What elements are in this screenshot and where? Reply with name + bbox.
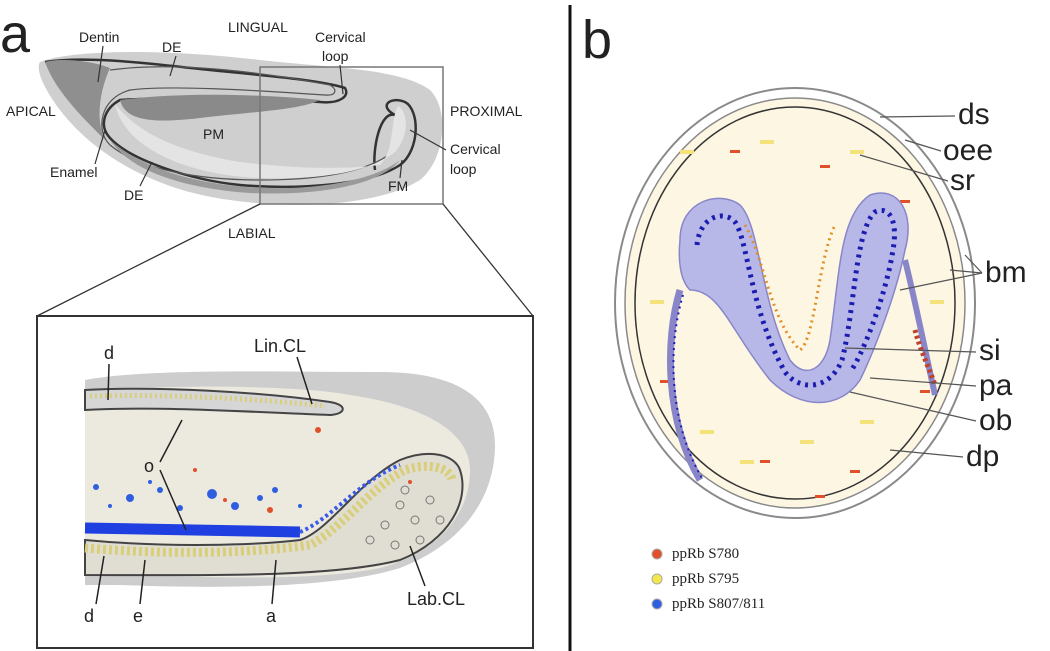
panel-b-letter: b xyxy=(582,10,612,70)
label-cervical-loop-top-2: loop xyxy=(322,48,349,64)
label-a: a xyxy=(266,606,277,626)
label-lin-cl: Lin.CL xyxy=(254,336,306,356)
label-labial: LABIAL xyxy=(228,225,276,241)
label-cervical-loop-right-2: loop xyxy=(450,161,477,177)
label-dentin: Dentin xyxy=(79,29,119,45)
label-cervical-loop-right-1: Cervical xyxy=(450,141,501,157)
zoom-tissue xyxy=(84,371,495,587)
label-d-top: d xyxy=(104,343,114,363)
label-ob: ob xyxy=(979,404,1012,437)
legend: ppRb S780 ppRb S795 ppRb S807/811 xyxy=(651,546,765,612)
label-pm: PM xyxy=(203,126,224,142)
label-oee: oee xyxy=(943,134,993,167)
label-proximal: PROXIMAL xyxy=(450,103,523,119)
label-d-bottom: d xyxy=(84,606,94,626)
label-de-bottom: DE xyxy=(124,187,143,203)
label-ds: ds xyxy=(958,98,990,131)
label-de-top: DE xyxy=(162,39,181,55)
tooth-cross-section xyxy=(614,87,976,519)
label-dp: dp xyxy=(966,440,999,473)
label-cervical-loop-top-1: Cervical xyxy=(315,29,366,45)
panel-a-letter: a xyxy=(0,4,31,64)
legend-label-s795: ppRb S795 xyxy=(672,571,739,587)
label-e: e xyxy=(133,606,143,626)
legend-label-s780: ppRb S780 xyxy=(672,546,739,562)
zoom-line-right xyxy=(442,203,534,317)
selection-box xyxy=(259,66,444,205)
label-fm: FM xyxy=(388,178,408,194)
zoom-line-left xyxy=(36,203,261,317)
legend-swatch-s780 xyxy=(651,548,663,560)
label-pa: pa xyxy=(979,369,1013,402)
legend-label-s807: ppRb S807/811 xyxy=(672,596,765,612)
legend-swatch-s795 xyxy=(651,573,663,585)
label-sr: sr xyxy=(950,164,975,197)
top-leader-lines xyxy=(94,45,447,187)
label-o: o xyxy=(144,456,154,476)
label-bm: bm xyxy=(985,256,1027,289)
tooth-schematic xyxy=(38,51,443,205)
label-lingual: LINGUAL xyxy=(228,19,288,35)
zoom-leader-lines xyxy=(95,356,426,605)
panel-b-leader-lines xyxy=(844,115,983,458)
label-lab-cl: Lab.CL xyxy=(407,589,465,609)
label-enamel: Enamel xyxy=(50,164,97,180)
label-apical: APICAL xyxy=(6,103,56,119)
label-si: si xyxy=(979,334,1001,367)
legend-swatch-s807 xyxy=(651,598,663,610)
